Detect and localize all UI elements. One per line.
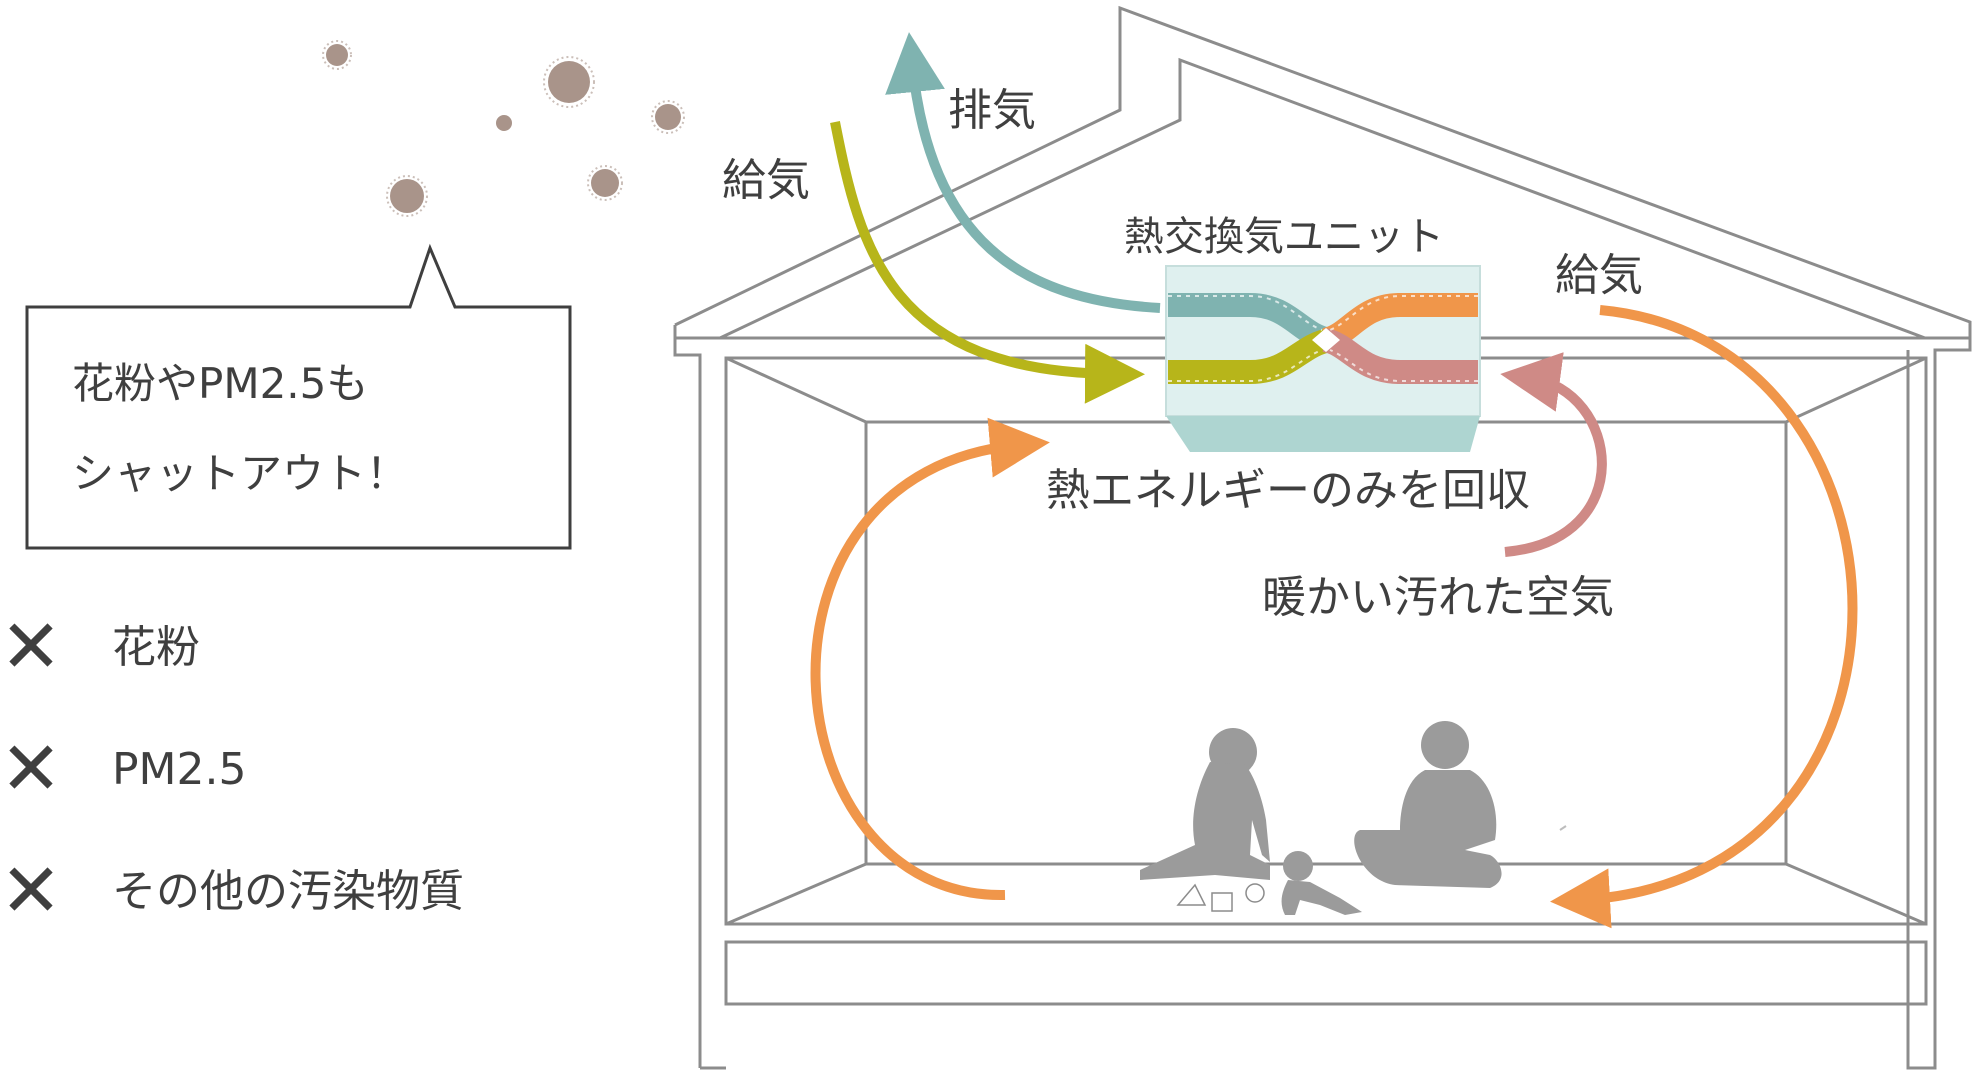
blocked-item-other: その他の汚染物質	[112, 866, 464, 917]
label-exhaust: 排気	[948, 85, 1036, 136]
unit-base	[1166, 416, 1480, 452]
label-supply-left: 給気	[722, 155, 810, 206]
family-silhouette	[1140, 721, 1502, 915]
label-warm-air: 暖かい汚れた空気	[1262, 572, 1614, 623]
supply-outdoor-arrow	[830, 121, 1145, 404]
house	[673, 5, 1972, 1070]
callout-line1: 花粉やPM2.5も	[72, 359, 368, 408]
baby-figure	[1281, 851, 1362, 915]
man-figure	[1354, 721, 1502, 888]
cross-icon: ✕	[0, 726, 62, 812]
pollen-particle	[591, 169, 619, 197]
warm-air-return-arrow	[1500, 352, 1607, 557]
toy-blocks	[1176, 883, 1265, 912]
exhaust-arrow	[885, 32, 1161, 313]
blocked-item-pm25: PM2.5	[112, 744, 246, 795]
roof-inner	[719, 57, 1926, 340]
cross-icon: ✕	[0, 604, 62, 690]
pollen-particle	[548, 61, 590, 103]
pollen-particle	[655, 104, 681, 130]
roof-left-eave	[673, 325, 702, 1068]
heat-exchange-unit	[1165, 265, 1481, 452]
blocked-list: ✕ 花粉 ✕ PM2.5 ✕ その他の汚染物質	[0, 604, 464, 934]
label-supply-right: 給気	[1555, 250, 1643, 301]
cross-icon: ✕	[0, 848, 62, 934]
foundation	[724, 940, 1928, 1006]
woman-figure	[1140, 728, 1270, 880]
label-unit: 熱交換気ユニット	[1124, 214, 1444, 260]
circulation-left-arrow	[810, 417, 1050, 901]
roof-outer	[674, 5, 1972, 1070]
label-heat-recovery: 熱エネルギーのみを回収	[1046, 465, 1530, 516]
pollen-particle	[390, 179, 424, 213]
pollen-particles	[322, 40, 685, 217]
pollen-particle	[496, 115, 512, 131]
callout-bubble	[25, 243, 572, 550]
supply-right-arrow	[1550, 305, 1858, 929]
callout-line2: シャットアウト！	[72, 449, 408, 498]
blocked-item-pollen: 花粉	[112, 622, 200, 673]
pollen-particle	[326, 44, 348, 66]
